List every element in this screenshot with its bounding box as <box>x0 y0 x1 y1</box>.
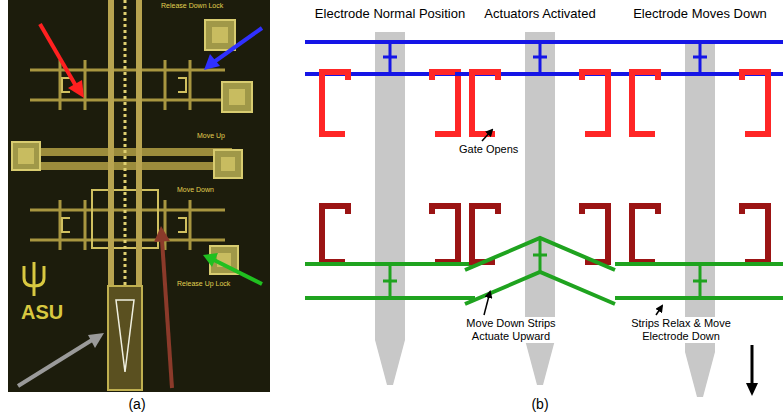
column-title: Electrode Moves Down <box>620 6 780 22</box>
pad-label: Release Up Lock <box>176 280 231 288</box>
column-title: Electrode Normal Position <box>305 6 475 22</box>
annotation: Move Down Strips Actuate Upward <box>455 317 567 343</box>
panel-label: (b) <box>510 396 570 413</box>
annotation: Gate Opens <box>458 143 519 156</box>
column-title: Actuators Activated <box>465 6 615 22</box>
logo-text: ASU <box>20 300 64 324</box>
pad-label: Release Down Lock <box>160 2 224 10</box>
pad-label: Move Down <box>176 186 215 194</box>
micrograph <box>8 0 270 392</box>
schematic <box>305 32 783 397</box>
pad-label: Move Up <box>196 132 226 140</box>
annotation: Strips Relax & Move Electrode Down <box>621 317 741 343</box>
panel-label: (a) <box>107 396 167 413</box>
